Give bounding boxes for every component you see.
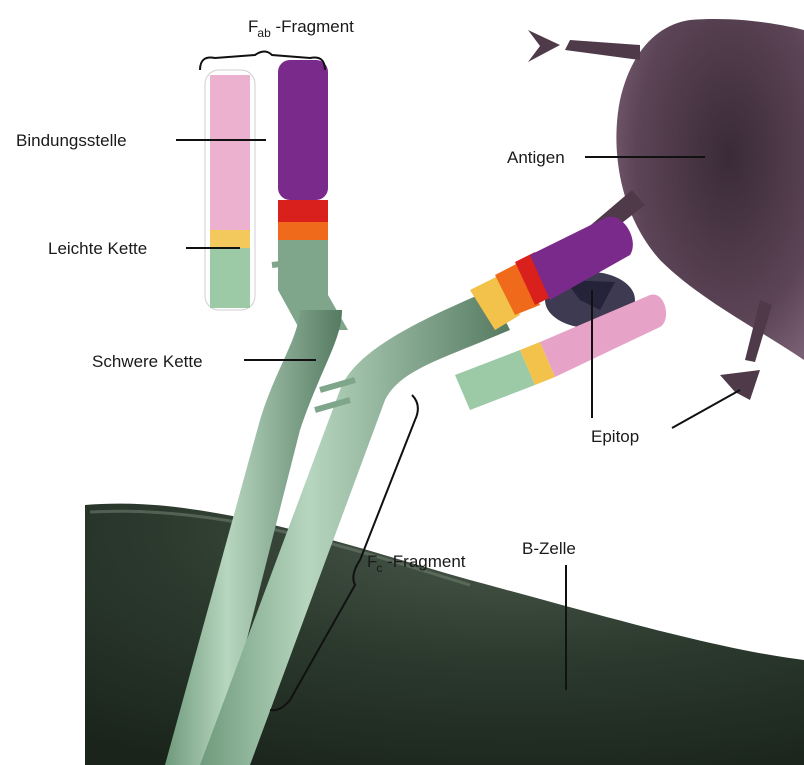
fab-left-heavy-chain: [278, 60, 348, 330]
label-b-zelle: B-Zelle: [522, 540, 576, 557]
fc-subscript: c: [376, 561, 382, 575]
fc-suffix: -Fragment: [387, 552, 465, 571]
label-fab-fragment: Fab -Fragment: [248, 18, 354, 35]
line-epitop-antigen: [672, 390, 740, 428]
fab-left-light-chain: [205, 70, 255, 310]
label-epitop: Epitop: [591, 428, 639, 445]
label-fc-fragment: Fc -Fragment: [367, 553, 466, 570]
fab-suffix: -Fragment: [275, 17, 353, 36]
label-bindungsstelle: Bindungsstelle: [16, 132, 127, 149]
label-schwere-kette: Schwere Kette: [92, 353, 203, 370]
label-leichte-kette: Leichte Kette: [48, 240, 147, 257]
label-antigen: Antigen: [507, 149, 565, 166]
fab-subscript: ab: [257, 26, 270, 40]
